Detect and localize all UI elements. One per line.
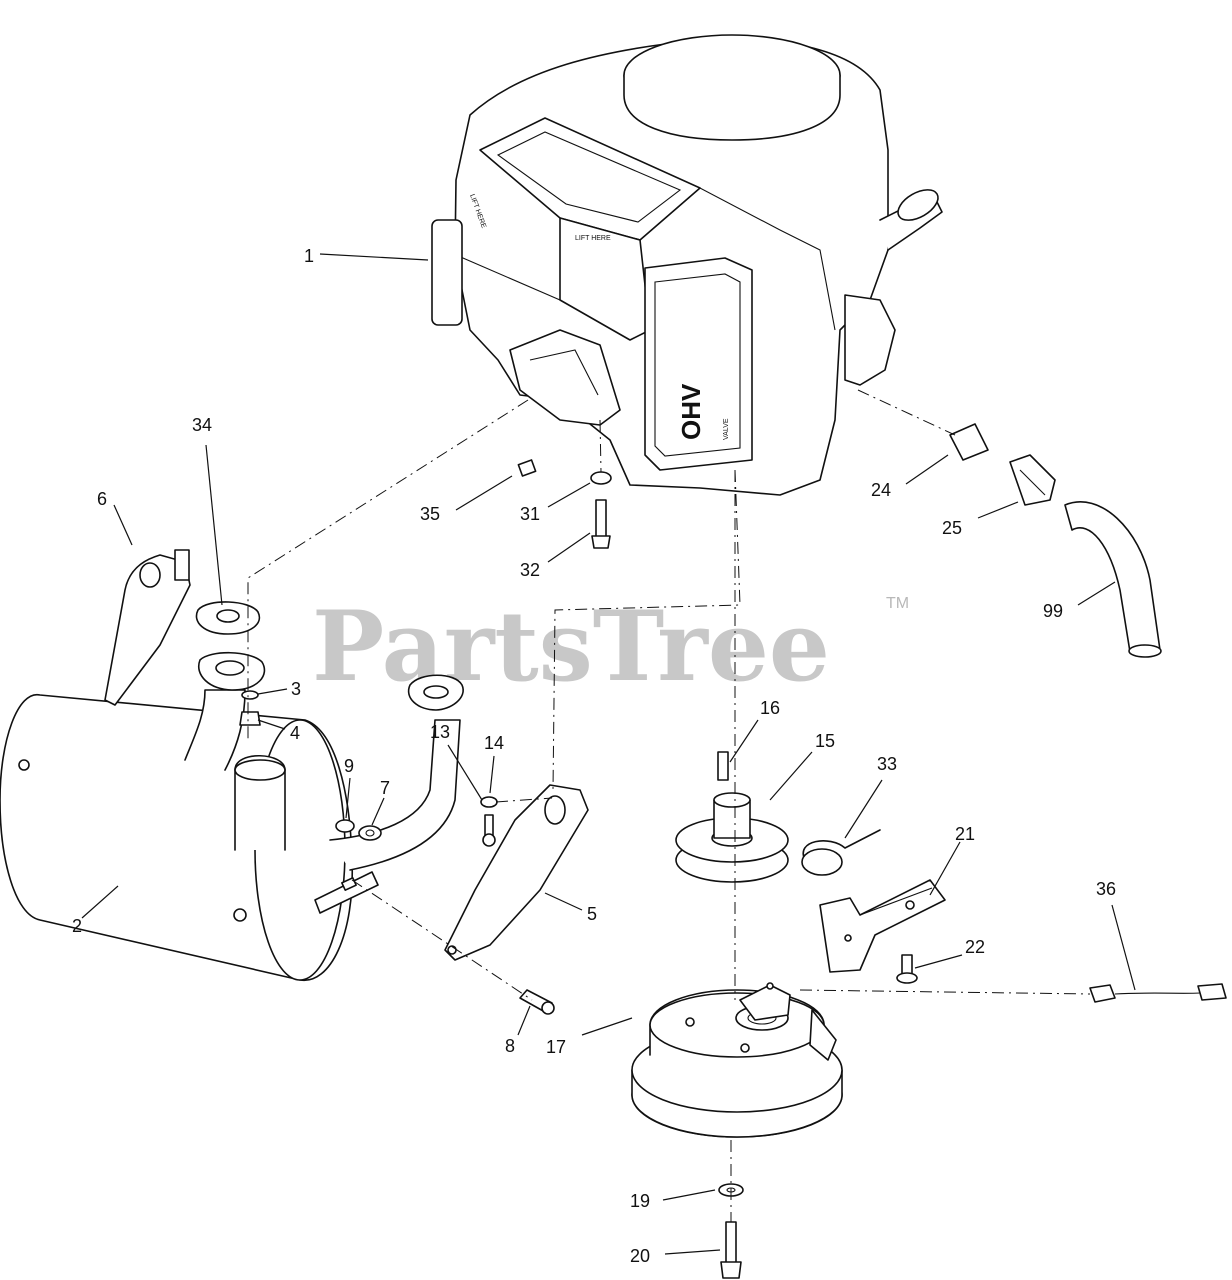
callout-6[interactable]: 6 bbox=[97, 489, 107, 509]
callout-9[interactable]: 9 bbox=[344, 756, 354, 776]
key-16[interactable] bbox=[717, 751, 729, 781]
nut-9[interactable] bbox=[335, 819, 355, 833]
callout-14[interactable]: 14 bbox=[484, 733, 504, 753]
engine-assembly[interactable]: LIFT HERE LIFT HERE OHV VALVE bbox=[431, 34, 943, 496]
exhaust-flange-lower bbox=[407, 674, 464, 711]
bolt-22[interactable] bbox=[896, 954, 918, 984]
bolt-32[interactable] bbox=[591, 499, 611, 549]
bracket-21[interactable] bbox=[819, 879, 946, 973]
valve-label: VALVE bbox=[723, 418, 730, 440]
callout-24[interactable]: 24 bbox=[871, 480, 891, 500]
nut-4[interactable] bbox=[239, 711, 261, 726]
callout-16[interactable]: 16 bbox=[760, 698, 780, 718]
callout-15[interactable]: 15 bbox=[815, 731, 835, 751]
wire-harness-36[interactable] bbox=[1089, 983, 1227, 1003]
callout-21[interactable]: 21 bbox=[955, 824, 975, 844]
muffler-bracket-right[interactable] bbox=[444, 784, 589, 961]
callout-32[interactable]: 32 bbox=[520, 560, 540, 580]
callout-3[interactable]: 3 bbox=[291, 679, 301, 699]
washer-3[interactable] bbox=[241, 690, 259, 700]
callout-33[interactable]: 33 bbox=[877, 754, 897, 774]
callout-22[interactable]: 22 bbox=[965, 937, 985, 957]
exhaust-gasket[interactable] bbox=[195, 601, 261, 635]
fuel-fitting-25[interactable] bbox=[1009, 454, 1056, 506]
callout-4[interactable]: 4 bbox=[290, 723, 300, 743]
bolt-8[interactable] bbox=[519, 989, 555, 1015]
watermark-brand: PartsTree bbox=[312, 590, 830, 703]
callout-2[interactable]: 2 bbox=[72, 916, 82, 936]
leader-lines bbox=[81, 253, 1136, 1255]
callout-34[interactable]: 34 bbox=[192, 415, 212, 435]
callout-19[interactable]: 19 bbox=[630, 1191, 650, 1211]
assembly-lines bbox=[247, 389, 1091, 1222]
callout-25[interactable]: 25 bbox=[942, 518, 962, 538]
fuel-fitting-24[interactable] bbox=[949, 423, 989, 461]
bolt-20[interactable] bbox=[720, 1221, 742, 1279]
callout-5[interactable]: 5 bbox=[587, 904, 597, 924]
callout-17[interactable]: 17 bbox=[546, 1037, 566, 1057]
nut-35[interactable] bbox=[517, 459, 537, 477]
watermark-trademark: TM bbox=[886, 595, 909, 612]
callout-labels: 1 2 3 4 5 6 7 8 9 13 14 15 16 17 19 20 2… bbox=[72, 246, 1116, 1266]
ohv-label: OHV bbox=[676, 383, 706, 440]
callout-31[interactable]: 31 bbox=[520, 504, 540, 524]
callout-36[interactable]: 36 bbox=[1096, 879, 1116, 899]
callout-1[interactable]: 1 bbox=[304, 246, 314, 266]
pin-33[interactable] bbox=[801, 829, 881, 876]
muffler[interactable] bbox=[0, 694, 379, 981]
washer-31[interactable] bbox=[590, 471, 612, 485]
callout-8[interactable]: 8 bbox=[505, 1036, 515, 1056]
callout-13[interactable]: 13 bbox=[430, 722, 450, 742]
pto-clutch-17[interactable] bbox=[631, 982, 843, 1138]
muffler-bracket-left[interactable] bbox=[104, 549, 191, 706]
lift-here-label-2: LIFT HERE bbox=[575, 235, 611, 242]
callout-99[interactable]: 99 bbox=[1043, 601, 1063, 621]
callout-20[interactable]: 20 bbox=[630, 1246, 650, 1266]
callout-35[interactable]: 35 bbox=[420, 504, 440, 524]
exhaust-flange-upper bbox=[197, 651, 266, 691]
washer-14[interactable] bbox=[480, 796, 498, 808]
callout-7[interactable]: 7 bbox=[380, 778, 390, 798]
pulley-15[interactable] bbox=[675, 792, 789, 883]
bolt-13[interactable] bbox=[482, 814, 496, 847]
fuel-hose-99[interactable] bbox=[1064, 501, 1162, 658]
washer-7[interactable] bbox=[358, 825, 382, 841]
